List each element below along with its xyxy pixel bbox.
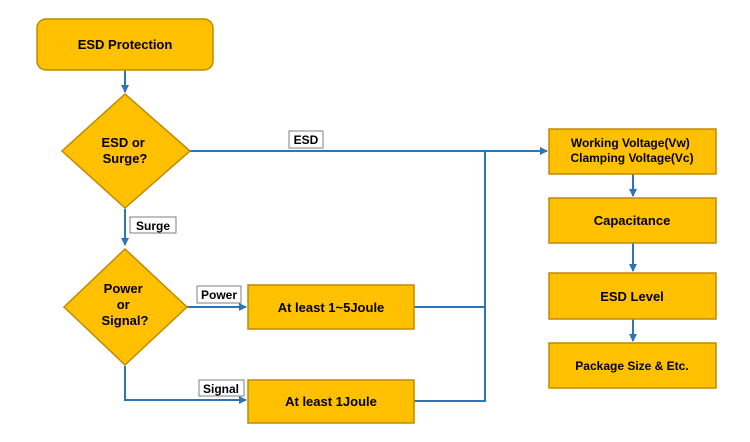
- power-or-signal-decision: Power or Signal?: [62, 247, 189, 367]
- connector-signal-branch: [124, 366, 247, 404]
- capacitance-node: Capacitance: [548, 197, 717, 244]
- package-size-label: Package Size & Etc.: [575, 359, 688, 373]
- power-or-signal-line-1: Power: [104, 281, 143, 296]
- esd-level-label: ESD Level: [600, 289, 664, 304]
- power-edge-text: Power: [201, 288, 237, 302]
- esd-level-node: ESD Level: [548, 272, 717, 320]
- signal-edge-label: Signal: [198, 379, 245, 397]
- esd-protection-node: ESD Protection: [36, 18, 214, 71]
- power-or-signal-line-2: or: [117, 297, 130, 312]
- signal-edge-text: Signal: [203, 382, 239, 396]
- at-least-1-joule-node: At least 1Joule: [247, 379, 415, 424]
- svg-text:Power or Signal?: Power or Signal?: [102, 281, 149, 328]
- esd-edge-label: ESD: [288, 130, 324, 149]
- capacitance-label: Capacitance: [594, 213, 671, 228]
- power-or-signal-line-3: Signal?: [102, 313, 149, 328]
- at-least-1-5-joule-node: At least 1~5Joule: [247, 284, 415, 330]
- working-voltage-line: Working Voltage(Vw): [571, 136, 690, 150]
- svg-text:Working Voltage(Vw) Clam: Working Voltage(Vw) Clamping Voltage(Vc): [570, 136, 693, 165]
- clamping-voltage-line: Clamping Voltage(Vc): [570, 151, 693, 165]
- at-least-1-joule-label: At least 1Joule: [285, 394, 377, 409]
- esd-protection-label: ESD Protection: [78, 37, 173, 52]
- esd-or-surge-line-2: Surge?: [103, 151, 148, 166]
- power-edge-label: Power: [196, 285, 242, 304]
- connector-joule-merge-1: [414, 151, 486, 402]
- esd-edge-text: ESD: [294, 133, 319, 147]
- esd-or-surge-line-1: ESD or: [102, 135, 145, 150]
- at-least-1-5-joule-label: At least 1~5Joule: [278, 300, 385, 315]
- surge-edge-label: Surge: [129, 216, 177, 234]
- package-size-node: Package Size & Etc.: [548, 342, 717, 389]
- surge-edge-text: Surge: [136, 219, 170, 233]
- connectors: [121, 70, 637, 404]
- esd-or-surge-decision: ESD or Surge?: [60, 92, 192, 210]
- working-clamping-voltage-node: Working Voltage(Vw) Clamping Voltage(Vc): [548, 128, 717, 175]
- svg-text:ESD or Surge?: ESD or Surge?: [102, 135, 149, 166]
